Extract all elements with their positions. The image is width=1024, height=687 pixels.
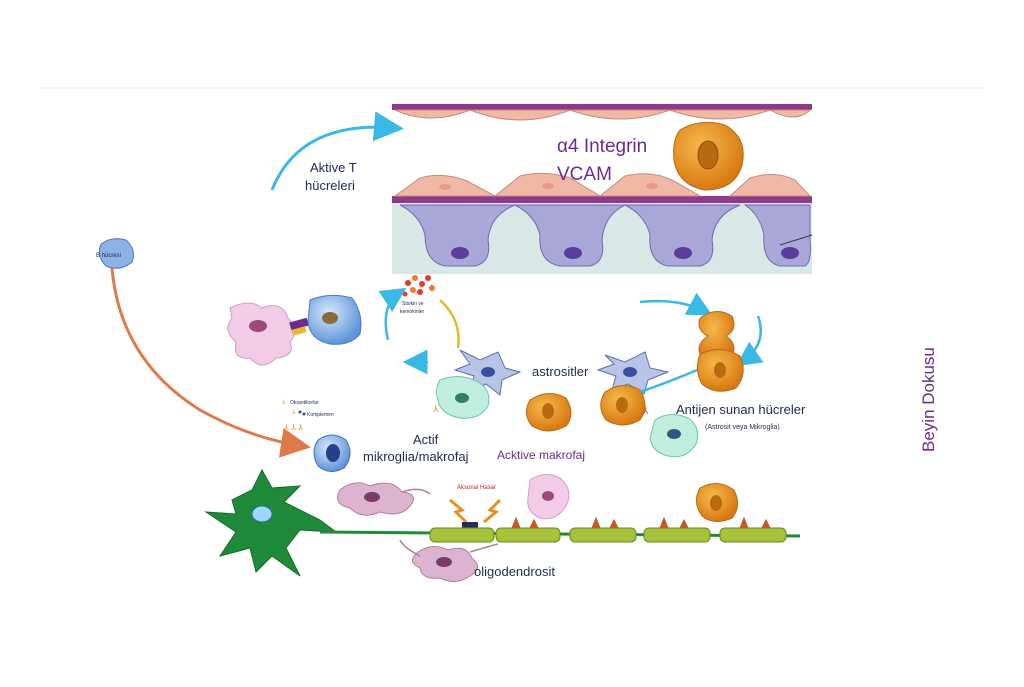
endothelial-cells-bottom [393,172,812,197]
cytokine-label-line1: Sitokin ve [402,301,424,307]
integrin-label: α4 Integrin [557,136,647,157]
apc-cell [696,349,744,392]
actif-label-line1: Actif [413,432,439,447]
cytokine-arrow-right [439,299,460,349]
svg-text:⅄: ⅄ [281,399,286,406]
brain-tissue-label: Beyin Dokusu [919,347,938,452]
aktive-t-label-line2: hücreleri [305,178,355,193]
vessel-wall-bottom [392,196,812,203]
svg-text:⅄: ⅄ [432,404,439,414]
astrocyte-teal [435,376,490,419]
svg-text:⅄: ⅄ [642,406,649,416]
axon-damage-site [462,522,478,528]
t-cell-left [307,294,362,345]
cytokine-label-line2: kemokinler [400,309,425,315]
svg-text:⅄ ⅄ ⅄: ⅄ ⅄ ⅄ [283,423,303,432]
vessel-wall-top [392,104,812,110]
macrophage-bottom [696,483,738,522]
b-cell-label: B hücresi [96,253,121,259]
blood-vessel: α4 Integrin VCAM [392,104,813,274]
apc-astrocyte-teal [649,414,699,458]
aktive-t-label-line1: Aktive T [310,160,357,175]
microglia-on-axon [337,482,431,516]
lightning-left [449,498,468,524]
tcr-receptor [291,326,307,336]
b-cell: B hücresi [96,238,134,269]
oligodendrocyte [399,539,499,582]
mhc-receptor [289,317,309,331]
vcam-label: VCAM [557,164,612,185]
b-cell-to-plasma-arrow [110,267,311,458]
microglia-pink-right [527,474,570,520]
t-cell-in-vessel [673,121,744,191]
actif-label-line2: mikroglia/makrofaj [363,449,469,464]
acktive-makrofaj-label: Acktive makrofaj [497,448,585,462]
apc-arrow-top [639,292,713,316]
svg-text:⅄: ⅄ [291,409,296,416]
neuron [204,468,338,577]
oligodendrocyte-label: oligodendrosit [474,564,555,579]
macrophage-1 [526,393,572,432]
astrocytes-label: astrositler [532,364,589,379]
astrocyte-right [596,351,670,395]
microglia-left [227,302,295,366]
astrocyte-end-feet [399,204,813,267]
apc-sub-label: (Astrosit veya Mikroglia) [705,424,780,431]
endothelial-cells-top [394,109,812,121]
plasma-cell [313,434,351,472]
axonal-damage-label: Aksonal Hasar [457,485,496,491]
t-cell-entry-arrow [270,111,404,191]
antibody-complement-legend: ⅄ Otoantikorlar ⅄ Komplemen ⅄ ⅄ ⅄ [281,399,334,432]
complement-label: Komplemen [307,412,334,418]
myelin-sheaths [429,516,787,543]
macrophage-2 [600,385,646,426]
apc-arrow-right [735,315,764,367]
astrocyte-center [453,349,522,396]
lightning-right [483,498,502,524]
cytokine-dots [402,275,435,297]
antibody-label: Otoantikorlar [290,400,319,406]
cytokine-arrow-left [378,287,407,341]
apc-label: Antijen sunan hücreler [676,402,806,417]
